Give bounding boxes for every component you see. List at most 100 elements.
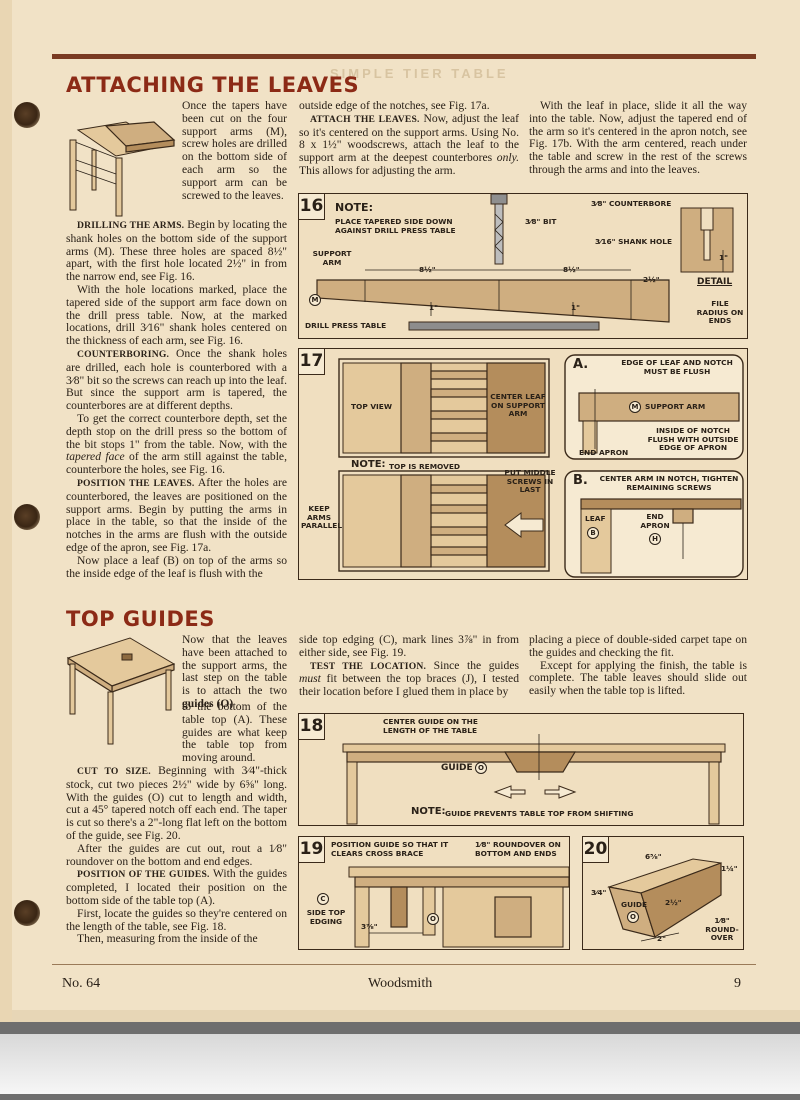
- para-carpet-tape: placing a piece of double-sided carpet t…: [529, 633, 747, 659]
- guides-intro-c: to the bottom of the table top (A). Thes…: [182, 700, 287, 765]
- fig20-dim-t: 3⁄4": [591, 888, 607, 897]
- figure-18-number: 18: [299, 714, 325, 740]
- fig20-dim-flat: 2": [657, 934, 666, 943]
- fig19-o-marker: O: [427, 913, 439, 925]
- para-side-edging: side top edging (C), mark lines 3⅞" in f…: [299, 633, 519, 659]
- fig19-roundover: 1⁄8" ROUNDOVER ON BOTTOM AND ENDS: [475, 840, 561, 858]
- faint-header-showthrough: SIMPLE TIER TABLE: [330, 66, 509, 81]
- para-attach: Now, adjust the leaf so it's centered on…: [299, 111, 519, 165]
- page-bottom-edge: [12, 1010, 800, 1024]
- fig16-note-title: NOTE:: [335, 201, 373, 214]
- fig20-dim-h: 1¼": [721, 864, 738, 873]
- fig20-guide: GUIDE: [621, 900, 648, 909]
- fig17-h-marker: H: [649, 533, 661, 545]
- runhead-position-guides: POSITION OF THE GUIDES.: [77, 869, 210, 881]
- fig19-c-marker: C: [317, 893, 329, 905]
- figure-17-number: 17: [299, 349, 325, 375]
- figure-17: 17: [298, 348, 748, 580]
- runhead-drilling: DRILLING THE ARMS.: [77, 220, 185, 231]
- fig20-dim-w: 2½": [665, 898, 682, 907]
- fig19-dim: 3⅞": [361, 922, 378, 931]
- fig17-top-view: TOP VIEW: [351, 402, 392, 411]
- fig16-dim2: 8½": [563, 265, 580, 274]
- scanner-bottom-strip: [0, 1022, 800, 1100]
- footer-issue: No. 64: [62, 976, 101, 991]
- runhead-position: POSITION THE LEAVES.: [77, 477, 195, 489]
- figure-19: 19 POSITION GUIDE SO THAT IT CLEARS CROS…: [298, 836, 570, 950]
- para-attach-italic: only.: [496, 151, 519, 165]
- figure-19-number: 19: [299, 837, 325, 863]
- fig17-inside-notch: INSIDE OF NOTCH FLUSH WITH OUTSIDE EDGE …: [647, 426, 739, 453]
- fig18-note-title: NOTE:: [411, 806, 446, 817]
- para-depth-end: of the arm still against the table, coun…: [66, 450, 287, 477]
- fig17-note-text: TOP IS REMOVED: [389, 462, 461, 471]
- para-outside-edge: outside edge of the notches, see Fig. 17…: [299, 99, 490, 112]
- para-depth: To get the correct counterbore depth, se…: [66, 411, 287, 451]
- section-title-leaves: ATTACHING THE LEAVES: [66, 73, 360, 97]
- fig20-roundover: 1⁄8" ROUND-OVER: [705, 916, 739, 943]
- table-illustration: [66, 637, 176, 745]
- leaf-table-illustration: [69, 121, 176, 217]
- fig17-keep-arms: KEEP ARMS PARALLEL: [301, 504, 343, 531]
- fig17-b-marker: B: [587, 527, 599, 539]
- para-hole-locations: With the hole locations marked, place th…: [66, 282, 287, 348]
- figure-18-drawing: [342, 734, 726, 825]
- fig16-counterbore: 3⁄8" COUNTERBORE: [591, 199, 672, 208]
- para-attach-end: This allows for adjusting the arm.: [299, 163, 456, 177]
- para-test-a: Since the guides: [433, 658, 519, 672]
- fig17-note-title: NOTE:: [351, 459, 386, 470]
- fig16-detail: DETAIL: [697, 277, 733, 287]
- leaves-col3: With the leaf in place, slide it all the…: [529, 99, 747, 177]
- fig16-one-b: 1": [571, 303, 580, 312]
- fig20-dim-len: 6⅝": [645, 852, 662, 861]
- fig17-center-leaf: CENTER LEAF ON SUPPORT ARM: [490, 392, 546, 419]
- leaves-col2: outside edge of the notches, see Fig. 17…: [299, 99, 519, 178]
- fig17-leaf: LEAF: [585, 514, 606, 523]
- guides-intro-a: Now that the leaves have been attached t…: [182, 633, 287, 698]
- figure-17-drawing: [338, 354, 744, 578]
- fig16-bit: 3⁄8" BIT: [525, 217, 557, 226]
- fig19-side-top: SIDE TOP EDGING: [306, 908, 346, 926]
- fig18-center-guide: CENTER GUIDE ON THE LENGTH OF THE TABLE: [383, 717, 478, 735]
- para-test-b: fit between the top braces (J), I tested…: [299, 672, 519, 699]
- figure-16-drawing: [316, 194, 734, 331]
- binder-hole-bottom: [14, 900, 40, 926]
- para-rout: After the guides are cut out, rout a 1⁄8…: [66, 841, 287, 868]
- guides-col2: side top edging (C), mark lines 3⅞" in f…: [299, 633, 519, 699]
- fig16-shank-hole: 3⁄16" SHANK HOLE: [595, 237, 673, 246]
- para-place-leaf: Now place a leaf (B) on top of the arms …: [66, 553, 287, 580]
- fig16-dim3: 2½": [643, 275, 660, 284]
- fig16-drill-press-table: DRILL PRESS TABLE: [305, 321, 387, 330]
- page-left-edge: [0, 0, 12, 1100]
- figure-20-number: 20: [583, 837, 609, 863]
- footer-page-number: 9: [734, 976, 741, 991]
- leaves-col1-body: DRILLING THE ARMS. Begin by locating the…: [66, 218, 287, 580]
- para-position-guides: With the guides completed, I located the…: [66, 867, 287, 907]
- guides-col1-intro: Now that the leaves have been attached t…: [182, 633, 287, 711]
- guides-col1-body: to the bottom of the table top (A). Thes…: [66, 700, 287, 946]
- guides-intro-b: guides (O): [182, 696, 234, 710]
- fig17-b-label: b.: [573, 473, 588, 488]
- figure-16-number: 16: [299, 194, 325, 220]
- fig16-m-marker: M: [309, 294, 321, 306]
- fig17-end-apron2: END APRON: [640, 512, 670, 530]
- para-counterboring: Once the shank holes are drilled, each h…: [66, 346, 287, 413]
- para-cut: Beginning with 3⁄4"-thick stock, cut two…: [66, 763, 287, 842]
- fig17-end-apron: END APRON: [579, 448, 629, 457]
- leaves-intro-text: Once the tapers have been cut on the fou…: [182, 99, 287, 202]
- para-test-italic: must: [299, 672, 321, 686]
- footer-magazine: Woodsmith: [368, 976, 433, 991]
- figure-20: 20 6⅝" 1¼" 3⁄4" GUIDE O 2½" 2" 1⁄8" ROUN…: [582, 836, 744, 950]
- binder-hole-top: [14, 102, 40, 128]
- section-title-guides: TOP GUIDES: [66, 607, 215, 631]
- leaves-col1-intro: Once the tapers have been cut on the fou…: [182, 99, 287, 202]
- fig16-support-arm: SUPPORT ARM: [312, 249, 352, 267]
- fig17-m-marker: M: [629, 401, 641, 413]
- figure-19-drawing: [348, 866, 570, 948]
- para-drilling: Begin by locating the shank holes on the…: [66, 218, 287, 284]
- fig20-o-marker: O: [627, 911, 639, 923]
- binder-hole-middle: [14, 504, 40, 530]
- fig16-file-radius: FILE RADIUS ON ENDS: [696, 299, 744, 326]
- fig16-dim1: 8½": [419, 265, 436, 274]
